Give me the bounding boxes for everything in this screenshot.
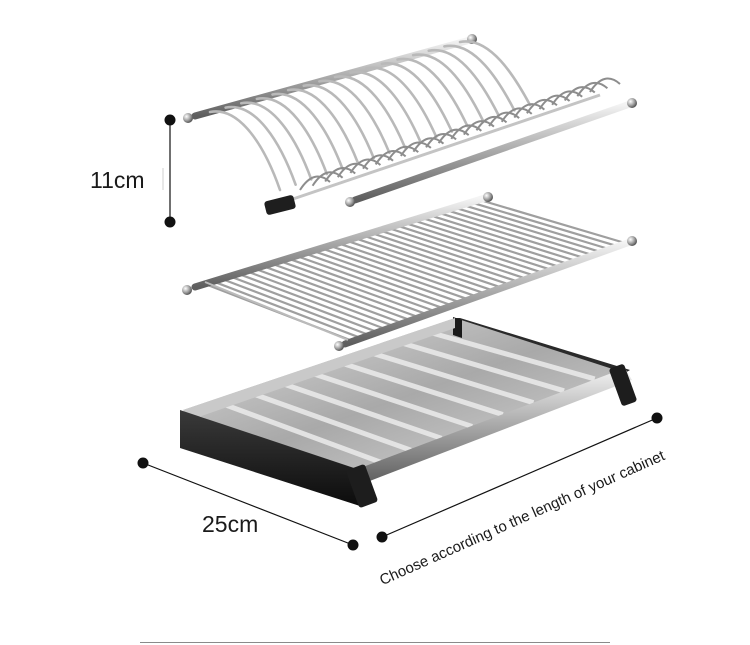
length-dimension <box>376 412 663 543</box>
cup-rack <box>182 192 637 351</box>
drip-tray <box>180 317 637 508</box>
height-label: 11cm <box>90 167 145 193</box>
plate-rack <box>183 34 637 215</box>
divider <box>140 642 610 643</box>
depth-label: 25cm <box>202 511 259 537</box>
depth-dimension <box>137 457 359 551</box>
height-dimension <box>162 114 176 228</box>
